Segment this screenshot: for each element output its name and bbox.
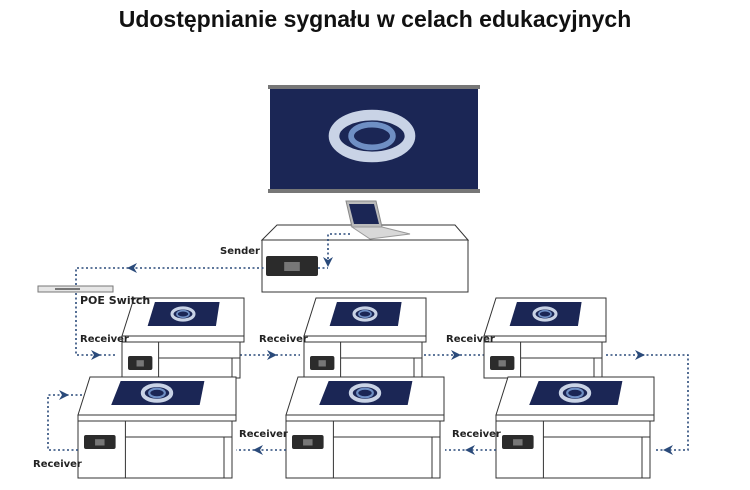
laptop-screen <box>349 204 379 224</box>
student-desk-3 <box>483 297 607 379</box>
sender-device-port <box>284 262 300 271</box>
receiver-label-1: Receiver <box>80 334 129 345</box>
sender-label: Sender <box>220 246 260 257</box>
desk-display <box>329 302 402 326</box>
student-desk-4 <box>495 376 655 479</box>
desk-body <box>495 420 651 479</box>
desk-lip <box>303 335 427 343</box>
receiver-device <box>310 356 335 370</box>
receiver-device <box>490 356 515 370</box>
receiver-device-port <box>136 360 144 367</box>
connector-line <box>75 267 268 287</box>
connector-line <box>606 354 689 451</box>
desk-lip <box>495 414 655 422</box>
arrow-icon <box>323 257 333 267</box>
swirl-inner <box>148 387 166 399</box>
swirl-graphic <box>532 306 558 322</box>
receiver-device-port <box>498 360 506 367</box>
desk-display <box>111 381 205 405</box>
receiver-device-port <box>513 439 523 446</box>
receiver-device <box>128 356 153 370</box>
swirl-inner <box>348 121 396 151</box>
student-desk-1 <box>121 297 245 379</box>
swirl-inner <box>176 309 190 319</box>
laptop-keyboard <box>350 226 411 240</box>
diagram-title: Udostępnianie sygnału w celach edukacyjn… <box>118 6 632 32</box>
arrow-icon <box>663 445 673 455</box>
student-desk-2 <box>303 297 427 379</box>
student-desk-5 <box>285 376 445 479</box>
arrow-icon <box>253 445 263 455</box>
connector-line <box>327 233 350 262</box>
desk-body <box>77 420 233 479</box>
swirl-inner <box>538 309 552 319</box>
arrow-icon <box>91 350 101 360</box>
receiver-label-3: Receiver <box>446 334 495 345</box>
desk-lip <box>483 335 607 343</box>
swirl-inner <box>356 387 374 399</box>
arrow-icon <box>635 350 645 360</box>
receiver-device <box>502 435 534 449</box>
swirl-graphic <box>348 383 382 403</box>
receiver-device <box>84 435 116 449</box>
receiver-device-port <box>303 439 313 446</box>
projector-image <box>328 109 416 163</box>
swirl-graphic <box>352 306 378 322</box>
swirl-graphic <box>170 306 196 322</box>
projector-screen-bottom-bar <box>268 189 480 193</box>
receiver-label-5: Receiver <box>239 429 288 440</box>
receiver-device-port <box>95 439 105 446</box>
swirl-inner <box>566 387 584 399</box>
arrow-icon <box>465 445 475 455</box>
desk-lip <box>285 414 445 422</box>
desk-lip <box>77 414 237 422</box>
connector-line <box>47 394 84 451</box>
receiver-device <box>292 435 324 449</box>
desk-display <box>147 302 220 326</box>
receiver-label-2: Receiver <box>259 334 308 345</box>
receiver-label-6: Receiver <box>33 459 82 470</box>
poe-switch-label: POE Switch <box>80 294 151 307</box>
receiver-device-port <box>318 360 326 367</box>
swirl-inner <box>358 309 372 319</box>
desk-display <box>529 381 623 405</box>
arrow-icon <box>267 350 277 360</box>
desk-display <box>319 381 413 405</box>
projector-screen-top-bar <box>268 85 480 89</box>
projector-screen <box>270 89 478 189</box>
receiver-label-4: Receiver <box>452 429 501 440</box>
desk-display <box>509 302 582 326</box>
student-desk-6 <box>77 376 237 479</box>
arrow-icon <box>59 390 69 400</box>
swirl-graphic <box>328 109 416 163</box>
swirl-graphic <box>140 383 174 403</box>
swirl-graphic <box>558 383 592 403</box>
arrow-icon <box>127 263 137 273</box>
desk-body <box>285 420 441 479</box>
desk-lip <box>121 335 245 343</box>
arrow-icon <box>451 350 461 360</box>
sender-device <box>266 256 318 276</box>
